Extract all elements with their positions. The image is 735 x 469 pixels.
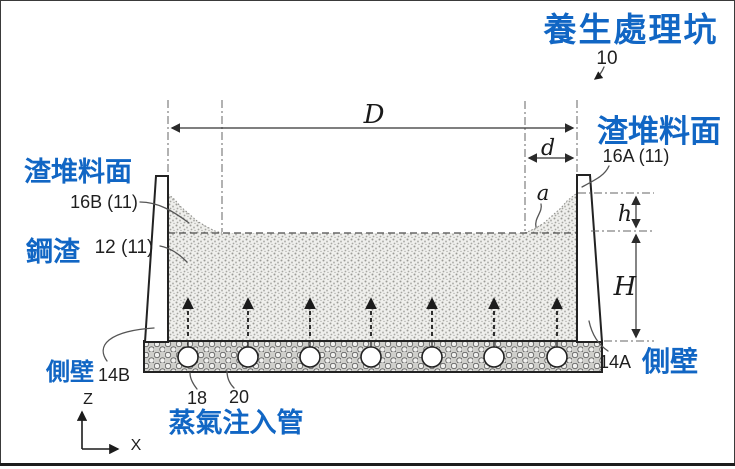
dim-H-label: H (613, 272, 638, 302)
leader-16A (581, 165, 610, 188)
steam-pipe-circle (177, 346, 199, 368)
leader-20 (226, 370, 235, 389)
dim-a-label: a (537, 181, 550, 205)
leader-16B (139, 201, 190, 224)
dim-h-label: h (618, 202, 632, 227)
steam-pipe-circle (237, 346, 259, 368)
leader-14A (588, 320, 609, 352)
leader-18 (189, 372, 198, 390)
steam-pipe-circle (299, 346, 321, 368)
slag-slope-edge-right (524, 192, 578, 234)
slag-surface-right-label: 渣堆料面 (597, 114, 721, 149)
coordinate-axes: Z X (76, 391, 142, 455)
ref-14B: 14B (98, 365, 130, 385)
ref-14A: 14A (599, 352, 631, 372)
ref-20: 20 (229, 387, 249, 407)
steam-pipe-label: 蒸氣注入管 (169, 407, 304, 438)
side-wall-right (576, 174, 604, 343)
x-axis-label: X (131, 437, 142, 454)
ref-16A: 16A (11) (603, 146, 670, 166)
ref-12: 12 (11) (95, 237, 154, 258)
dim-D-label: D (363, 100, 385, 130)
ref-16B: 16B (11) (70, 192, 138, 212)
dim-d-label: d (541, 136, 555, 161)
leader-12 (159, 245, 188, 263)
steam-pipe-circle (421, 346, 443, 368)
leader-14B (102, 327, 155, 362)
steam-pipes (177, 341, 568, 368)
steel-slag-fill (168, 193, 577, 341)
side-wall-right-label: 側壁 (641, 346, 698, 377)
steam-pipe-circle (360, 346, 382, 368)
leader-10 (593, 66, 605, 80)
ref-18: 18 (187, 388, 207, 408)
leader-a (535, 203, 542, 228)
side-wall-left (143, 175, 169, 343)
side-wall-left-label: 側壁 (45, 358, 94, 386)
z-axis-label: Z (83, 391, 93, 408)
slag-surface-left-label: 渣堆料面 (24, 157, 132, 187)
ref-10: 10 (596, 48, 617, 69)
steam-pipe-circle (483, 346, 505, 368)
steel-slag-label: 鋼渣 (26, 237, 81, 267)
figure-title-label: 養生處理坑 (543, 11, 719, 48)
steam-pipe-circle (546, 346, 568, 368)
steam-flow-arrows (182, 297, 563, 336)
